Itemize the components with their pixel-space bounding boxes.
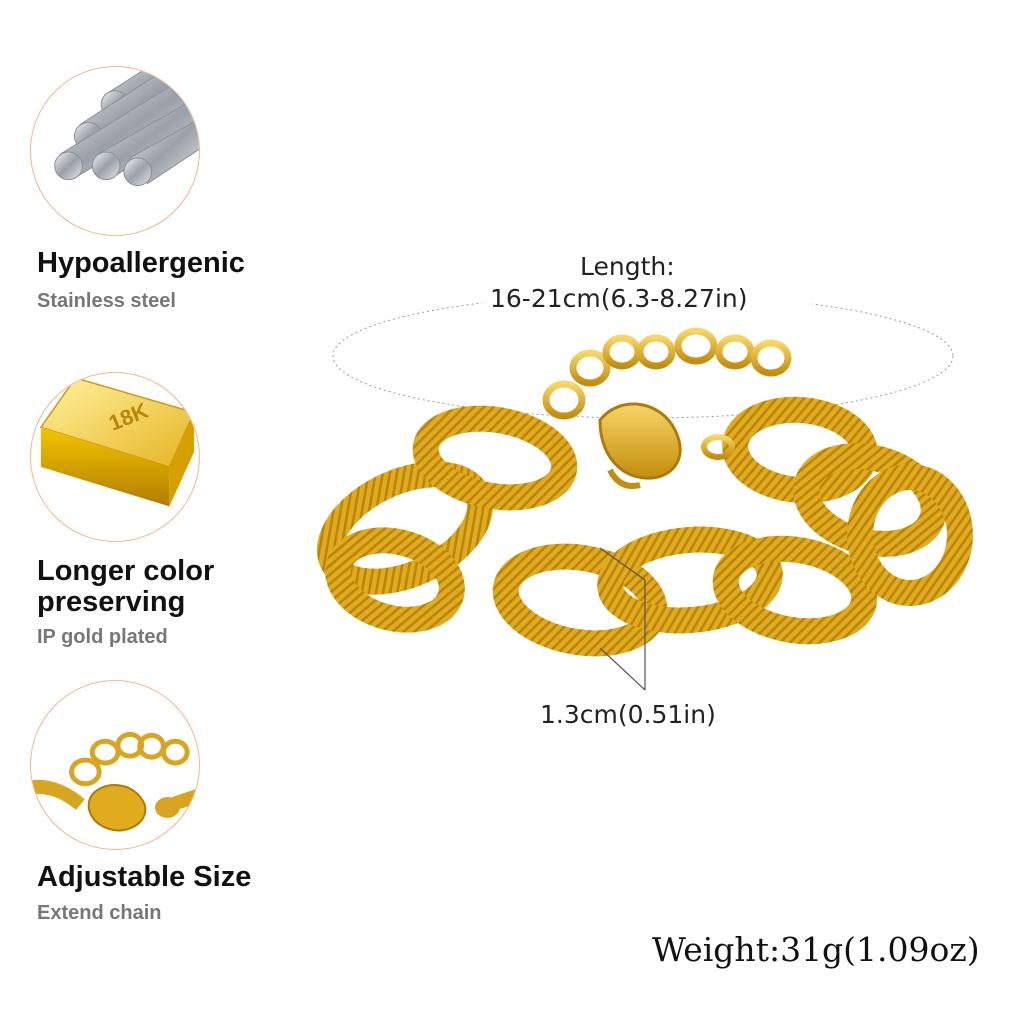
extension-chain-icon (31, 731, 199, 832)
lobster-clasp (598, 402, 735, 489)
chain-links (316, 396, 973, 657)
feature-subtitle-extend-chain: Extend chain (37, 902, 162, 924)
feature-subtitle-ip-gold-plated: IP gold plated (37, 626, 168, 648)
length-value: 16-21cm(6.3-8.27in) (490, 284, 748, 313)
feature-title-color-preserving: Longer color preserving (37, 555, 215, 618)
width-value: 1.3cm(0.51in) (540, 700, 716, 729)
feature-title-adjustable-size: Adjustable Size (37, 861, 252, 893)
length-label: Length: (580, 252, 675, 281)
steel-rods-icon (54, 67, 199, 187)
extension-chain (542, 327, 792, 420)
width-indicator (599, 547, 646, 691)
feature-title-hypoallergenic: Hypoallergenic (37, 247, 245, 279)
feature-subtitle-stainless-steel: Stainless steel (37, 290, 176, 312)
weight-label: Weight:31g(1.09oz) (652, 930, 980, 969)
steel-feature-circle (30, 66, 200, 236)
gold-bar-icon: 18K (39, 377, 196, 507)
gold-feature-circle: 18K (30, 372, 200, 542)
adjustable-feature-circle (30, 680, 200, 850)
